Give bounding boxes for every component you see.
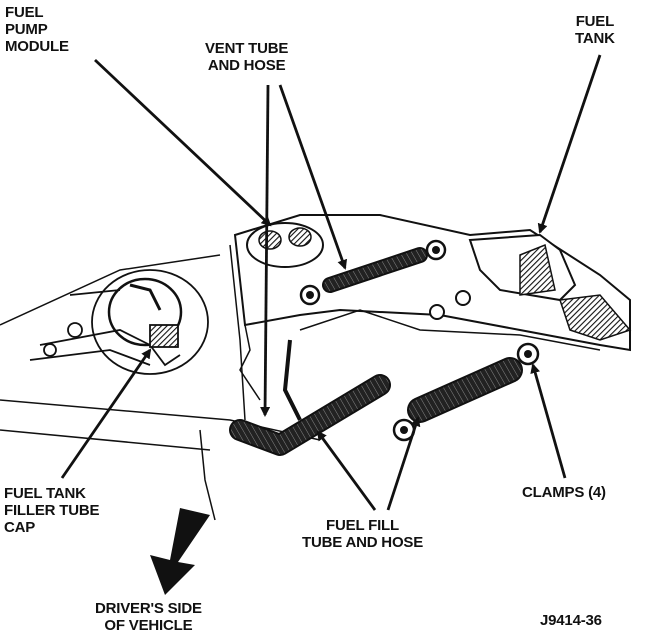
leader-filler-cap: [60, 348, 152, 479]
label-fuel-pump-module: FUEL PUMP MODULE: [5, 4, 69, 55]
vent-hose: [322, 247, 428, 293]
label-drivers-side: DRIVER'S SIDE OF VEHICLE: [95, 600, 202, 634]
leader-lines: [60, 54, 602, 511]
clamp-4: [516, 342, 540, 366]
drivers-side-arrow-icon: [150, 508, 210, 595]
clamp-2: [425, 239, 447, 261]
leader-vent-tube-right: [278, 84, 348, 270]
figure-id: J9414-36: [540, 612, 602, 629]
leader-vent-tube-left: [260, 84, 271, 417]
tank-fittings: [429, 290, 471, 320]
filler-cap-assembly: [29, 269, 209, 375]
leader-fill-tube-left: [316, 430, 377, 511]
label-fuel-fill-tube-hose: FUEL FILL TUBE AND HOSE: [302, 517, 424, 551]
label-filler-tube-cap: FUEL TANK FILLER TUBE CAP: [4, 485, 100, 536]
leader-clamps: [530, 363, 567, 479]
fuel-tank: [233, 214, 632, 401]
label-fuel-tank: FUEL TANK: [575, 13, 615, 47]
clamp-1: [299, 284, 321, 306]
fuel-pump-module: [246, 222, 324, 268]
fuel-fill-tube: [229, 339, 391, 456]
leader-fuel-tank: [537, 54, 602, 234]
leader-fuel-pump-module: [94, 58, 272, 227]
fuel-fill-hose: [407, 357, 523, 423]
leader-fill-tube-right: [386, 416, 421, 511]
label-clamps: CLAMPS (4): [522, 484, 606, 501]
label-vent-tube-hose: VENT TUBE AND HOSE: [205, 40, 289, 74]
